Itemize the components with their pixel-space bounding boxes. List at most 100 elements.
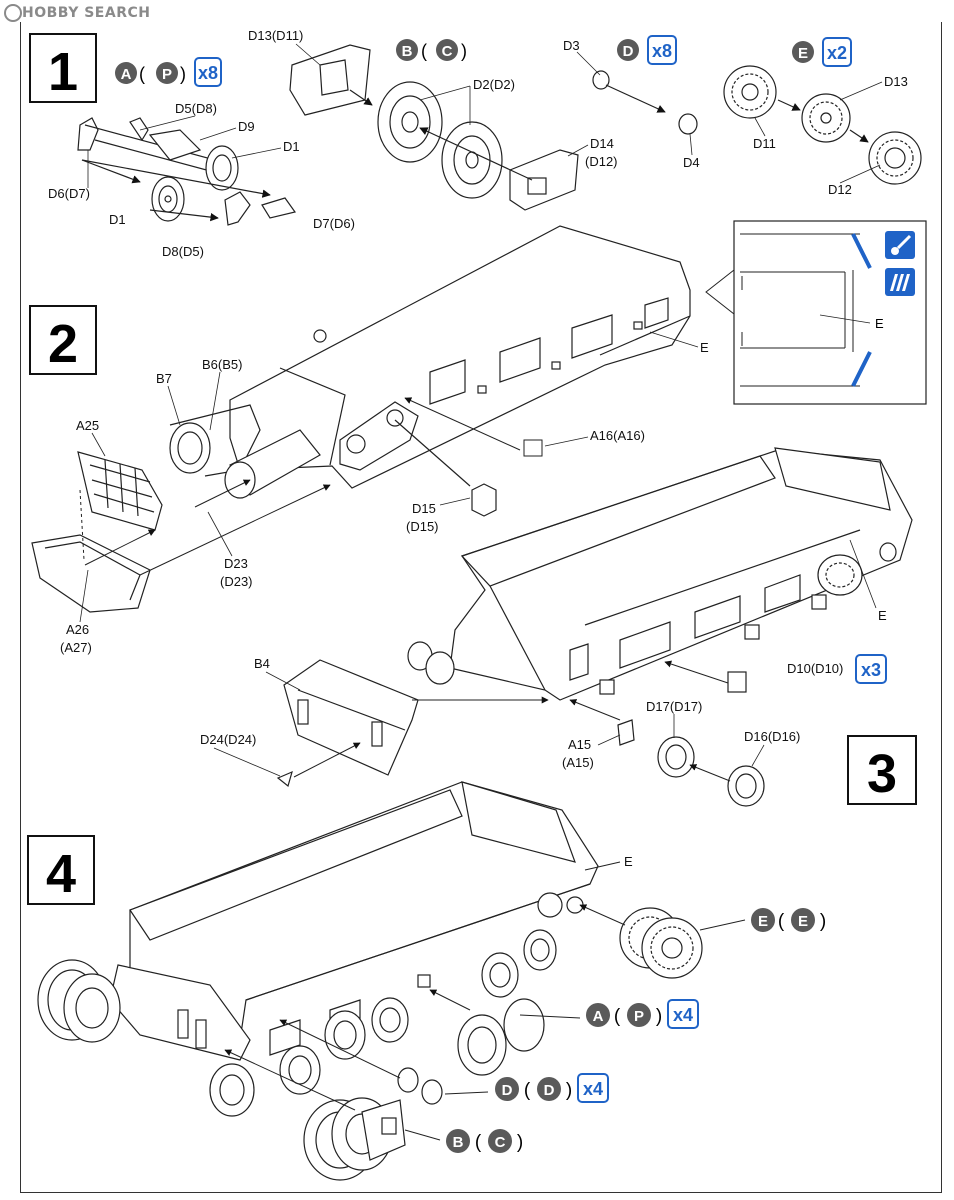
part-label: D12 xyxy=(828,182,852,197)
step4-bogies xyxy=(209,929,557,1117)
part-label: D14 xyxy=(590,136,614,151)
sprue-badge-d-d-x4: D ( D ) x4 xyxy=(495,1073,609,1103)
instruction-frame xyxy=(20,22,942,1193)
step1-suspension-bogie xyxy=(77,117,297,226)
sprue-badge-b-c-step4: B ( C ) xyxy=(446,1129,523,1153)
sprue-badge-e-e: E ( E ) xyxy=(751,908,826,932)
quantity-label: x4 xyxy=(673,1005,693,1025)
part-label: D9 xyxy=(238,119,255,134)
part-label: (D23) xyxy=(220,574,253,589)
svg-text:): ) xyxy=(461,41,467,61)
part-label: (A27) xyxy=(60,640,92,655)
part-label: (D12) xyxy=(585,154,618,169)
watermark: HOBBY SEARCH xyxy=(22,5,151,21)
part-label: D13(D11) xyxy=(248,28,303,43)
part-label: D8(D5) xyxy=(162,244,204,259)
svg-text:(: ( xyxy=(139,64,145,84)
sprue-badge-d-x8: D x8 xyxy=(617,35,677,65)
step3-b4-plate xyxy=(276,659,419,788)
part-label: E xyxy=(878,608,887,623)
svg-text:C: C xyxy=(442,43,453,60)
quantity-label: x4 xyxy=(583,1079,603,1099)
step2-hull-side xyxy=(169,225,691,517)
part-label: D17(D17) xyxy=(646,699,702,714)
step1-return-roller xyxy=(592,70,698,135)
svg-text:E: E xyxy=(758,913,768,930)
part-label: B4 xyxy=(254,656,270,671)
part-label: D2(D2) xyxy=(473,77,515,92)
svg-text:D: D xyxy=(623,43,634,60)
step1-sprockets xyxy=(723,65,922,185)
svg-text:D: D xyxy=(502,1082,513,1099)
part-label: D23 xyxy=(224,556,248,571)
part-label: A15 xyxy=(568,737,591,752)
part-label: E xyxy=(700,340,709,355)
svg-text:B: B xyxy=(402,43,413,60)
part-label: A25 xyxy=(76,418,99,433)
quantity-label: x8 xyxy=(198,63,218,83)
step2-a25-grille xyxy=(77,451,163,531)
svg-text:(: ( xyxy=(778,911,785,932)
quantity-label: x2 xyxy=(827,43,847,63)
step-box-2: 2 xyxy=(29,305,97,375)
sprue-badge-a-p-x8: A ( P ) x8 xyxy=(115,57,222,87)
svg-text:A: A xyxy=(121,66,132,83)
part-label: D1 xyxy=(283,139,300,154)
sprue-badge-b-c: B ( C ) xyxy=(396,39,467,61)
svg-text:P: P xyxy=(162,66,172,83)
step-box-4: 4 xyxy=(27,835,95,905)
part-label: D7(D6) xyxy=(313,216,355,231)
svg-text:D: D xyxy=(544,1082,555,1099)
step-number: 1 xyxy=(48,42,78,102)
part-label: D10(D10) xyxy=(787,661,843,676)
step4-rear-idler xyxy=(303,1097,406,1181)
step2-a26-tray xyxy=(31,534,151,613)
step3-idler xyxy=(617,671,765,807)
step-number: 4 xyxy=(46,844,76,904)
part-label: D24(D24) xyxy=(200,732,256,747)
sprue-badge-e-x2: E x2 xyxy=(792,37,852,67)
svg-text:A: A xyxy=(593,1008,604,1025)
part-label: (D15) xyxy=(406,519,439,534)
part-label: E xyxy=(875,316,884,331)
part-label: (A15) xyxy=(562,755,594,770)
part-label: B7 xyxy=(156,371,172,386)
svg-text:): ) xyxy=(517,1132,523,1153)
step4-hull-assembly xyxy=(109,781,599,1061)
svg-text:C: C xyxy=(495,1134,506,1151)
svg-text:(: ( xyxy=(614,1006,621,1027)
quantity-label: x3 xyxy=(861,660,881,680)
svg-text:): ) xyxy=(566,1080,572,1101)
svg-text:(: ( xyxy=(421,41,427,61)
quantity-label: x8 xyxy=(652,41,672,61)
part-label: E xyxy=(624,854,633,869)
part-label: D1 xyxy=(109,212,126,227)
step4-drive-sprocket xyxy=(619,907,703,979)
step-number: 2 xyxy=(48,314,78,374)
part-label: D6(D7) xyxy=(48,186,90,201)
svg-text:): ) xyxy=(656,1006,662,1027)
step-number: 3 xyxy=(867,744,897,804)
part-label: D4 xyxy=(683,155,700,170)
detail-inset: E xyxy=(705,220,927,405)
svg-text:): ) xyxy=(820,911,826,932)
part-label: D13 xyxy=(884,74,908,89)
svg-text:P: P xyxy=(634,1008,644,1025)
svg-text:(: ( xyxy=(524,1080,531,1101)
part-label: A16(A16) xyxy=(590,428,645,443)
step-box-1: 1 xyxy=(29,33,97,103)
step3-hull xyxy=(407,447,913,701)
sprue-badge-a-p-x4: A ( P ) x4 xyxy=(586,999,699,1029)
svg-text:): ) xyxy=(180,64,186,84)
svg-text:E: E xyxy=(798,45,808,62)
weathering-icon xyxy=(885,268,915,296)
step4-front-idler xyxy=(37,959,121,1043)
hobbysearch-logo-icon xyxy=(4,4,22,22)
part-label: D15 xyxy=(412,501,436,516)
part-label: D3 xyxy=(563,38,580,53)
part-label: D5(D8) xyxy=(175,101,217,116)
svg-text:B: B xyxy=(453,1134,464,1151)
paint-icon xyxy=(885,231,915,259)
part-label: B6(B5) xyxy=(202,357,242,372)
